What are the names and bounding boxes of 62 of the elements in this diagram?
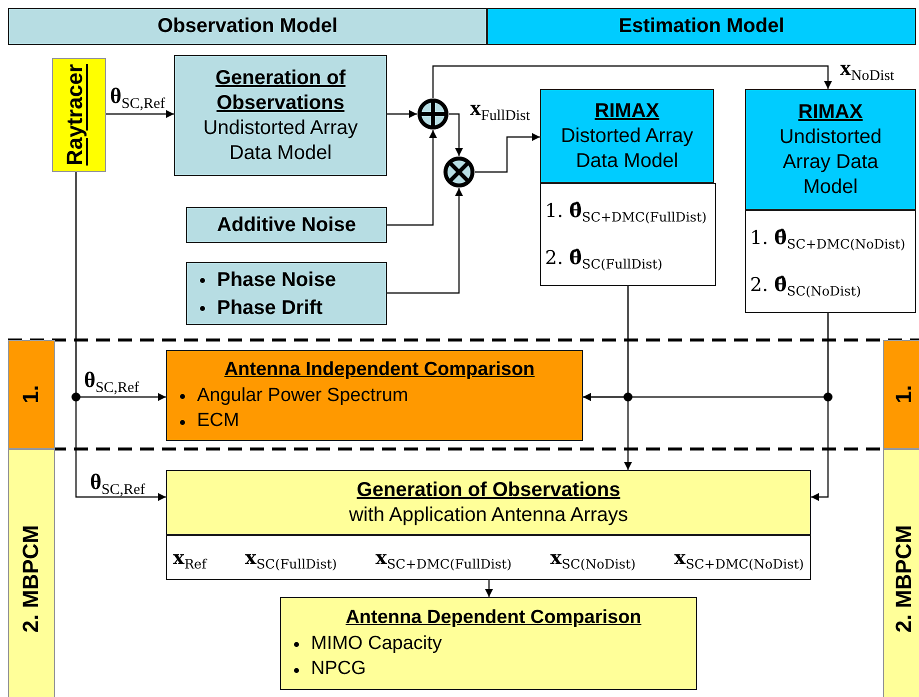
bullet-item: Angular Power Spectrum (177, 382, 408, 408)
connector-arrow (624, 286, 632, 470)
vertical-label: Raytracer (62, 64, 88, 166)
connector-arrow (475, 133, 540, 173)
process-box (280, 597, 697, 690)
connector-arrow (485, 580, 493, 597)
connector-arrow (387, 188, 463, 294)
process-box (166, 350, 583, 441)
vertical-label: 1. (18, 385, 44, 404)
output-symbol: x$_{SC(FullDist)}$ (245, 546, 337, 568)
estimate-formula: 1. θ̂$_{SC+DMC(NoDist)}$ (750, 227, 906, 250)
process-box (540, 89, 714, 183)
side-band (883, 449, 919, 697)
process-box (745, 89, 916, 210)
side-band (883, 340, 919, 449)
connector-arrow (449, 113, 463, 156)
box-label: Estimation Model (618, 15, 784, 38)
vertical-label: 2. MBPCM (18, 525, 44, 633)
box-text: Undistorted Array Data Model (778, 124, 883, 200)
section-header (487, 8, 916, 45)
connector-arrow (75, 172, 166, 501)
estimate-formula: 2. θ̂$_{SC(NoDist)}$ (750, 274, 861, 296)
estimate-box (540, 183, 716, 286)
process-box (186, 262, 387, 325)
connector-arrow (811, 313, 829, 501)
box-heading: Generation of Observations (356, 478, 620, 502)
box-text: Distorted Array Data Model (560, 124, 694, 174)
connector-arrow (432, 65, 832, 98)
side-band (8, 449, 55, 697)
box-heading: Generation of Observations (214, 66, 347, 116)
connector-arrow (387, 130, 437, 226)
side-band (8, 340, 55, 449)
vertical-label: 1. (891, 385, 917, 404)
box-text: with Application Antenna Arrays (348, 502, 628, 528)
bullet-item: MIMO Capacity (291, 630, 442, 656)
box-heading: Antenna Independent Comparison (224, 358, 535, 382)
estimate-formula: 1. θ̂$_{SC+DMC(FullDist)}$ (545, 200, 707, 222)
process-box (166, 470, 811, 535)
box-label: Additive Noise (217, 212, 356, 238)
bullet-item: Phase Noise (197, 266, 336, 294)
output-symbol: x$_{SC+DMC(FullDist)}$ (376, 546, 512, 568)
output-box (166, 535, 811, 580)
box-heading: RIMAX (594, 98, 660, 124)
output-symbol: x$_{Ref}$ (173, 546, 206, 568)
connector-arrow (387, 110, 417, 118)
box-label: Observation Model (157, 15, 338, 38)
bullet-item: ECM (177, 408, 240, 434)
output-symbol: x$_{SC+DMC(NoDist)}$ (674, 546, 804, 568)
box-heading: RIMAX (798, 100, 863, 124)
connector-arrow (106, 110, 174, 118)
process-box (186, 207, 387, 243)
side-band (52, 58, 106, 172)
process-box (174, 55, 387, 176)
bullet-item: Phase Drift (197, 294, 323, 322)
section-header (8, 8, 487, 45)
bullet-item: NPCG (291, 656, 366, 682)
estimate-box (745, 210, 916, 313)
vertical-label: 2. MBPCM (891, 525, 917, 633)
box-text: Undistorted Array Data Model (202, 116, 359, 166)
estimate-formula: 2. θ̂$_{SC(FullDist)}$ (545, 246, 662, 269)
box-heading: Antenna Dependent Comparison (346, 606, 642, 630)
output-symbol: x$_{SC(NoDist)}$ (550, 546, 636, 568)
